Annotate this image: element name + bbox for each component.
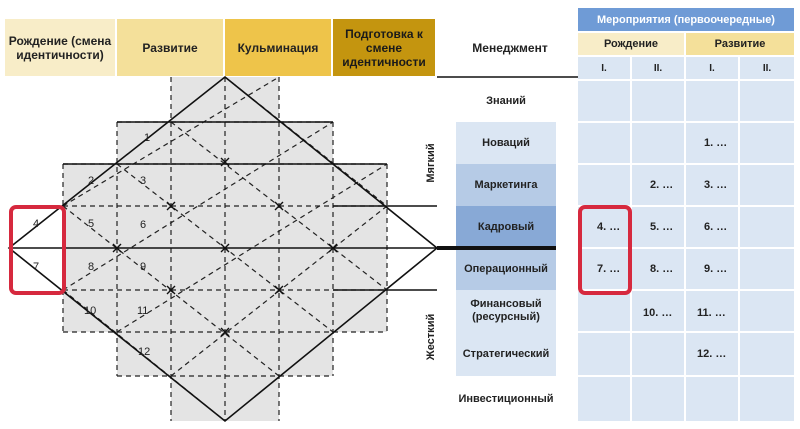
table-subheader-dev-2: II. bbox=[740, 57, 794, 79]
table-entry-8: 8. … bbox=[650, 263, 674, 275]
soft-label: Мягкий bbox=[425, 143, 437, 183]
hard-label: Жесткий bbox=[425, 313, 437, 361]
cross-markers bbox=[112, 157, 338, 337]
diagram-number-2: 2 bbox=[88, 175, 95, 187]
table-cell bbox=[578, 333, 630, 375]
phase-culmination: Кульминация bbox=[225, 19, 331, 76]
table-subheader-dev-1: I. bbox=[686, 57, 738, 79]
diagram-number-9: 9 bbox=[140, 261, 147, 273]
table-cell bbox=[740, 123, 794, 163]
table-entry-2: 2. … bbox=[650, 179, 674, 191]
table-entry-10: 10. … bbox=[643, 307, 673, 319]
table-entry-4: 4. … bbox=[597, 221, 621, 233]
diagram-number-8: 8 bbox=[88, 261, 95, 273]
table-cell bbox=[686, 377, 738, 421]
table-cell bbox=[740, 249, 794, 289]
table-subheader-birth-1: I. bbox=[578, 57, 630, 79]
table-cell bbox=[686, 291, 738, 331]
management-row-innovation: Новаций bbox=[482, 136, 530, 149]
diagram-number-1: 1 bbox=[144, 132, 151, 144]
table-cell bbox=[686, 165, 738, 205]
table-cell bbox=[740, 333, 794, 375]
table-cell bbox=[632, 377, 684, 421]
diagram-number-11: 11 bbox=[137, 305, 149, 317]
management-row-operational: Операционный bbox=[464, 262, 548, 275]
table-entry-7: 7. … bbox=[597, 263, 621, 275]
table-group-birth: Рождение bbox=[578, 33, 684, 55]
table-cell bbox=[686, 81, 738, 121]
table-cell bbox=[578, 123, 630, 163]
table-subheader-birth-2: II. bbox=[632, 57, 684, 79]
diagram-number-12: 12 bbox=[138, 346, 151, 358]
table-entry-1: 1. … bbox=[704, 137, 728, 149]
table-cell bbox=[632, 165, 684, 205]
phase-birth: Рождение (смена идентичности) bbox=[5, 19, 115, 76]
phase-development: Развитие bbox=[117, 19, 223, 76]
table-cell bbox=[632, 291, 684, 331]
diagram-number-4: 4 bbox=[33, 218, 40, 230]
table-entry-5: 5. … bbox=[650, 221, 674, 233]
table-cell bbox=[740, 207, 794, 247]
table-title: Мероприятия (первоочередные) bbox=[578, 8, 794, 31]
table-cell bbox=[686, 123, 738, 163]
table-cell bbox=[578, 81, 630, 121]
phase-preparation: Подготовка к смене идентичности bbox=[333, 19, 435, 76]
management-title: Менеджмент bbox=[472, 40, 548, 55]
management-row-knowledge: Знаний bbox=[486, 94, 526, 107]
table-entry-9: 9. … bbox=[704, 263, 728, 275]
table-cell bbox=[578, 377, 630, 421]
table-group-development: Развитие bbox=[686, 33, 794, 55]
diagram-highlight bbox=[9, 205, 66, 295]
management-row-investment: Инвестиционный bbox=[458, 392, 554, 405]
table-cell bbox=[632, 207, 684, 247]
table-cell bbox=[686, 249, 738, 289]
table-cell bbox=[578, 291, 630, 331]
management-row-financial: Финансовый (ресурсный) bbox=[470, 298, 542, 323]
table-entry-6: 6. … bbox=[704, 221, 728, 233]
table-cell bbox=[578, 165, 630, 205]
table-entry-11: 11. … bbox=[697, 307, 726, 319]
diagram-number-5: 5 bbox=[88, 218, 95, 230]
management-row-marketing: Маркетинга bbox=[474, 178, 538, 191]
table-cell bbox=[578, 207, 630, 247]
management-row-personnel: Кадровый bbox=[477, 220, 535, 233]
table-cell bbox=[632, 249, 684, 289]
management-row-strategic: Стратегический bbox=[462, 347, 550, 360]
table-cell bbox=[740, 291, 794, 331]
diagram-number-3: 3 bbox=[140, 175, 147, 187]
table-cell bbox=[740, 377, 794, 421]
table-entry-12: 12. … bbox=[697, 348, 727, 360]
diagram-number-10: 10 bbox=[84, 305, 97, 317]
table-cell bbox=[686, 207, 738, 247]
table-entry-3: 3. … bbox=[704, 179, 728, 191]
table-highlight bbox=[578, 205, 632, 295]
table-cell bbox=[686, 333, 738, 375]
diagram-number-6: 6 bbox=[140, 219, 147, 231]
diagram-number-7: 7 bbox=[33, 261, 40, 273]
table-cell bbox=[578, 249, 630, 289]
table-cell bbox=[632, 333, 684, 375]
table-cell bbox=[632, 123, 684, 163]
table-cell bbox=[740, 81, 794, 121]
table-cell bbox=[740, 165, 794, 205]
table-cell bbox=[632, 81, 684, 121]
management-column bbox=[456, 122, 556, 376]
